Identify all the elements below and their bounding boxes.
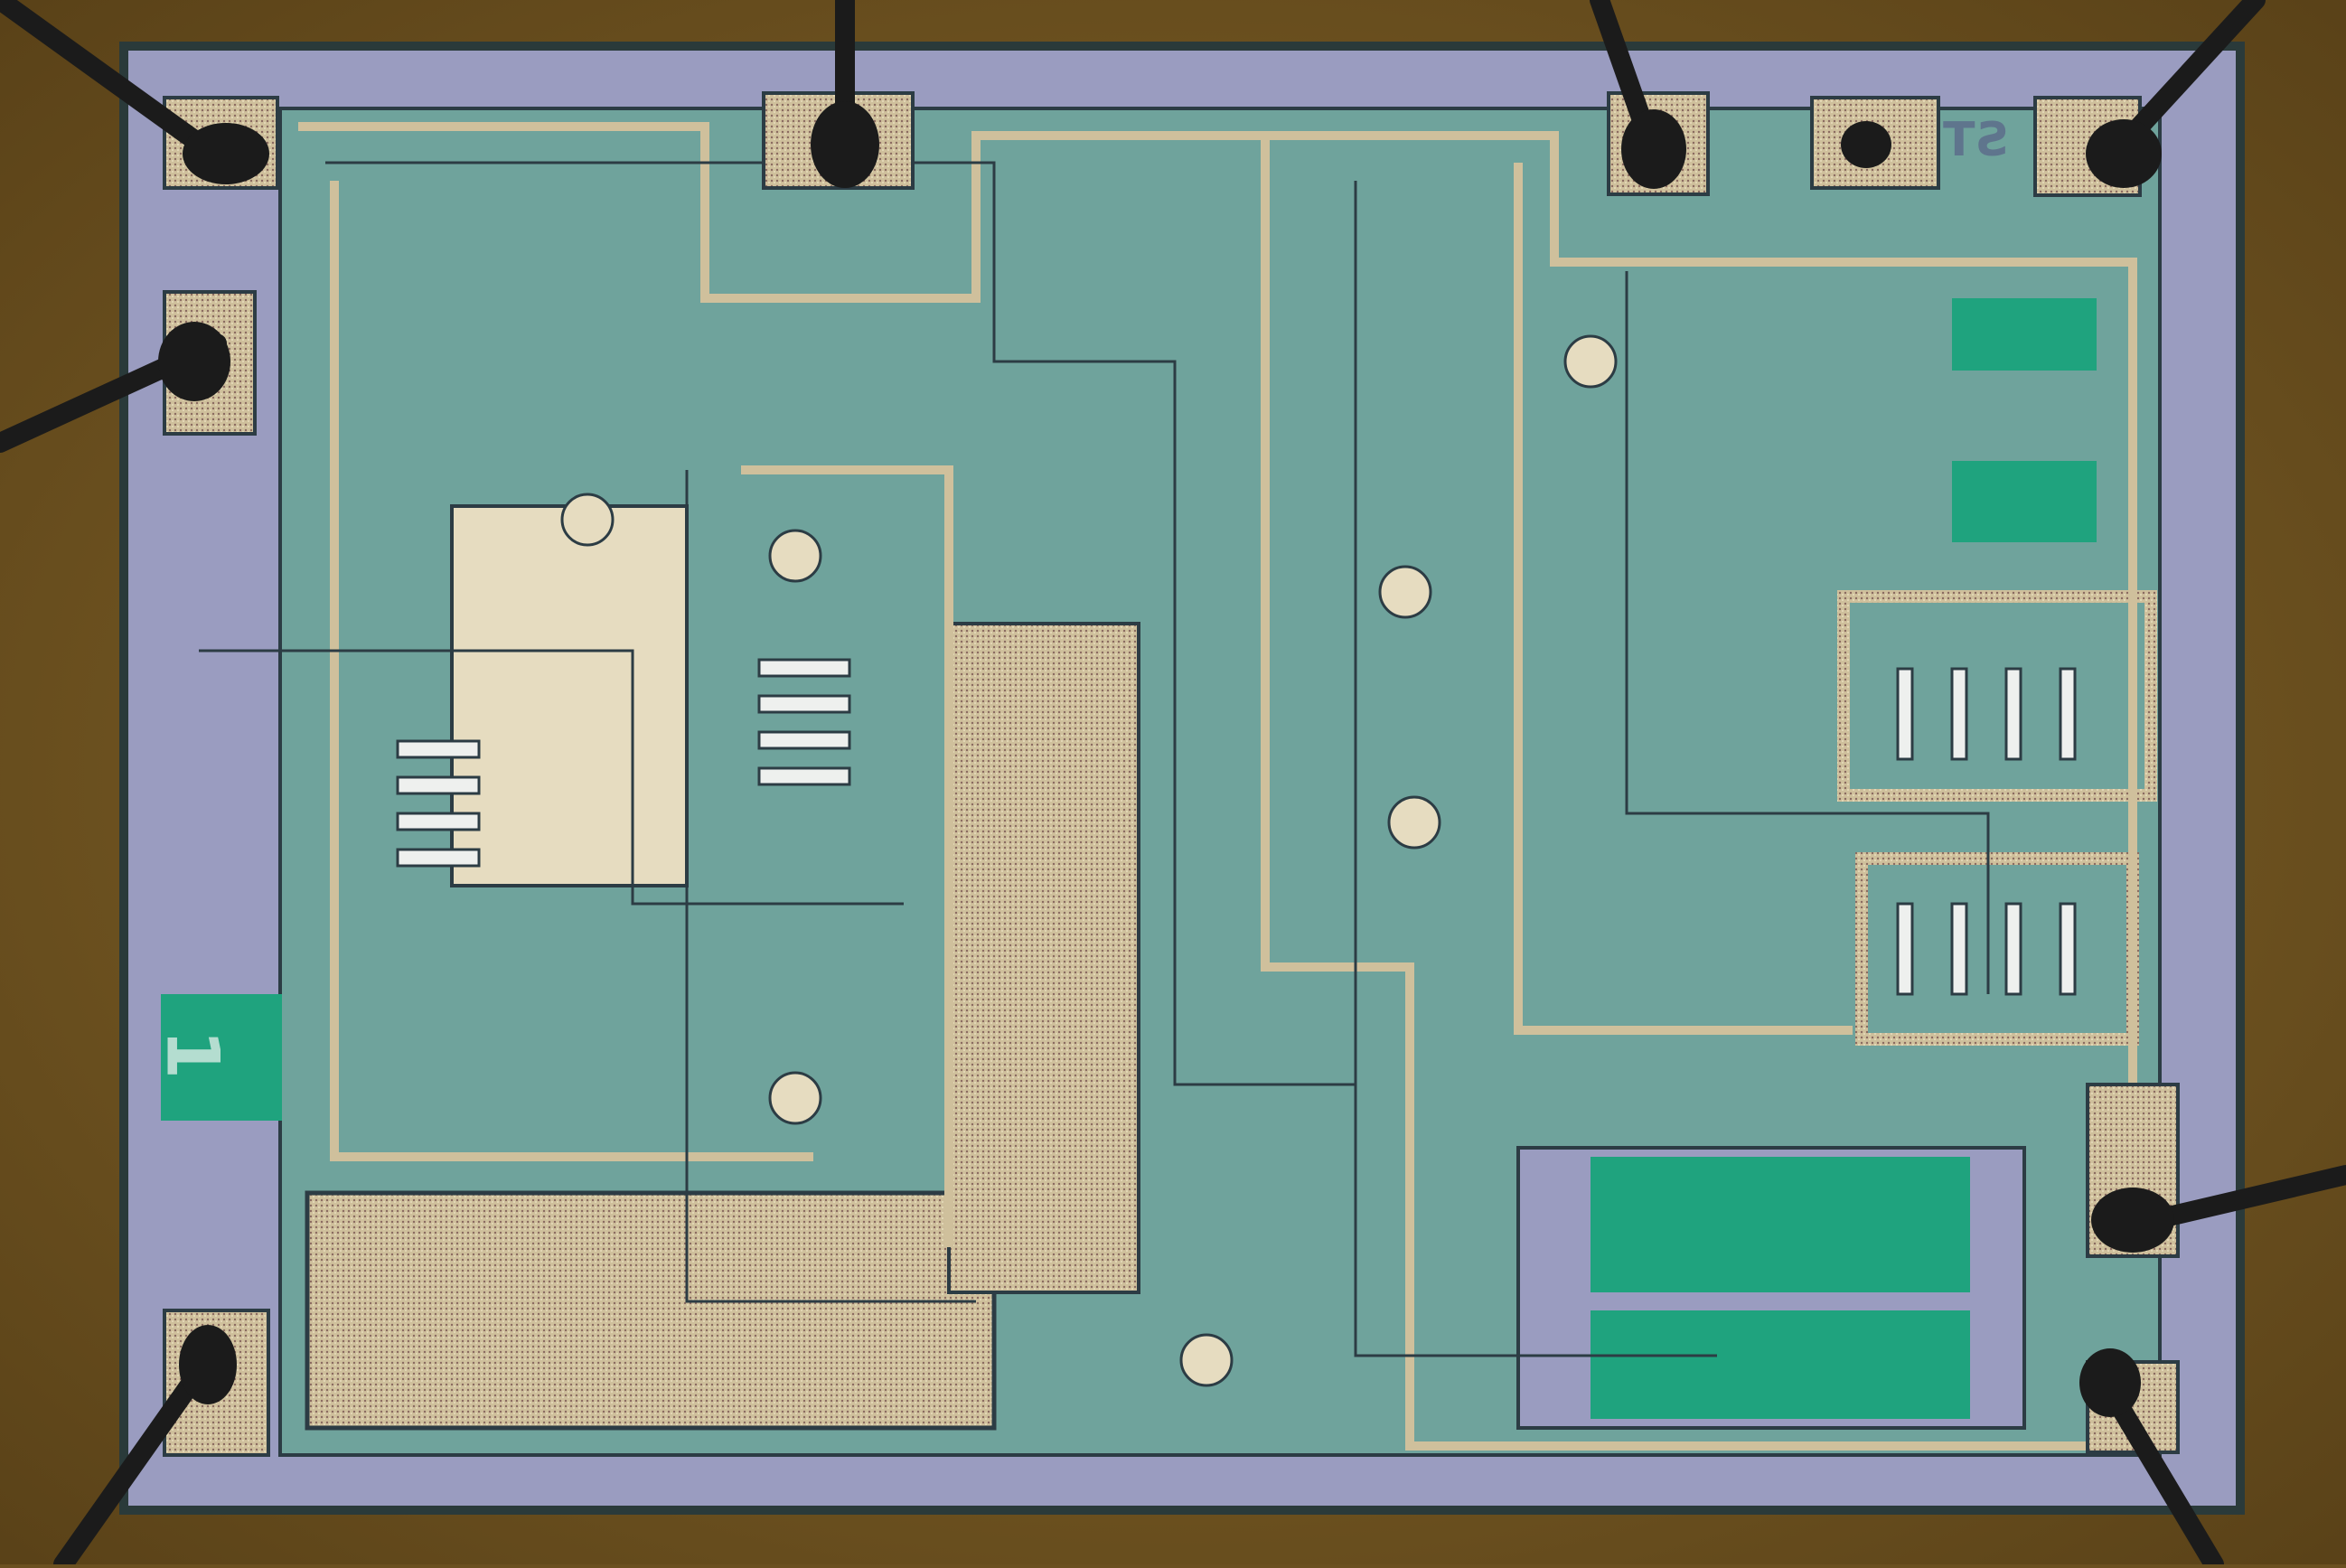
circuit-regions bbox=[161, 107, 2162, 1457]
pin-one-marker bbox=[161, 994, 282, 1121]
logo-marking: ST bbox=[1943, 113, 2009, 167]
pin-one-marking: 1 bbox=[150, 1028, 235, 1080]
wire-bonds bbox=[158, 101, 2174, 1417]
